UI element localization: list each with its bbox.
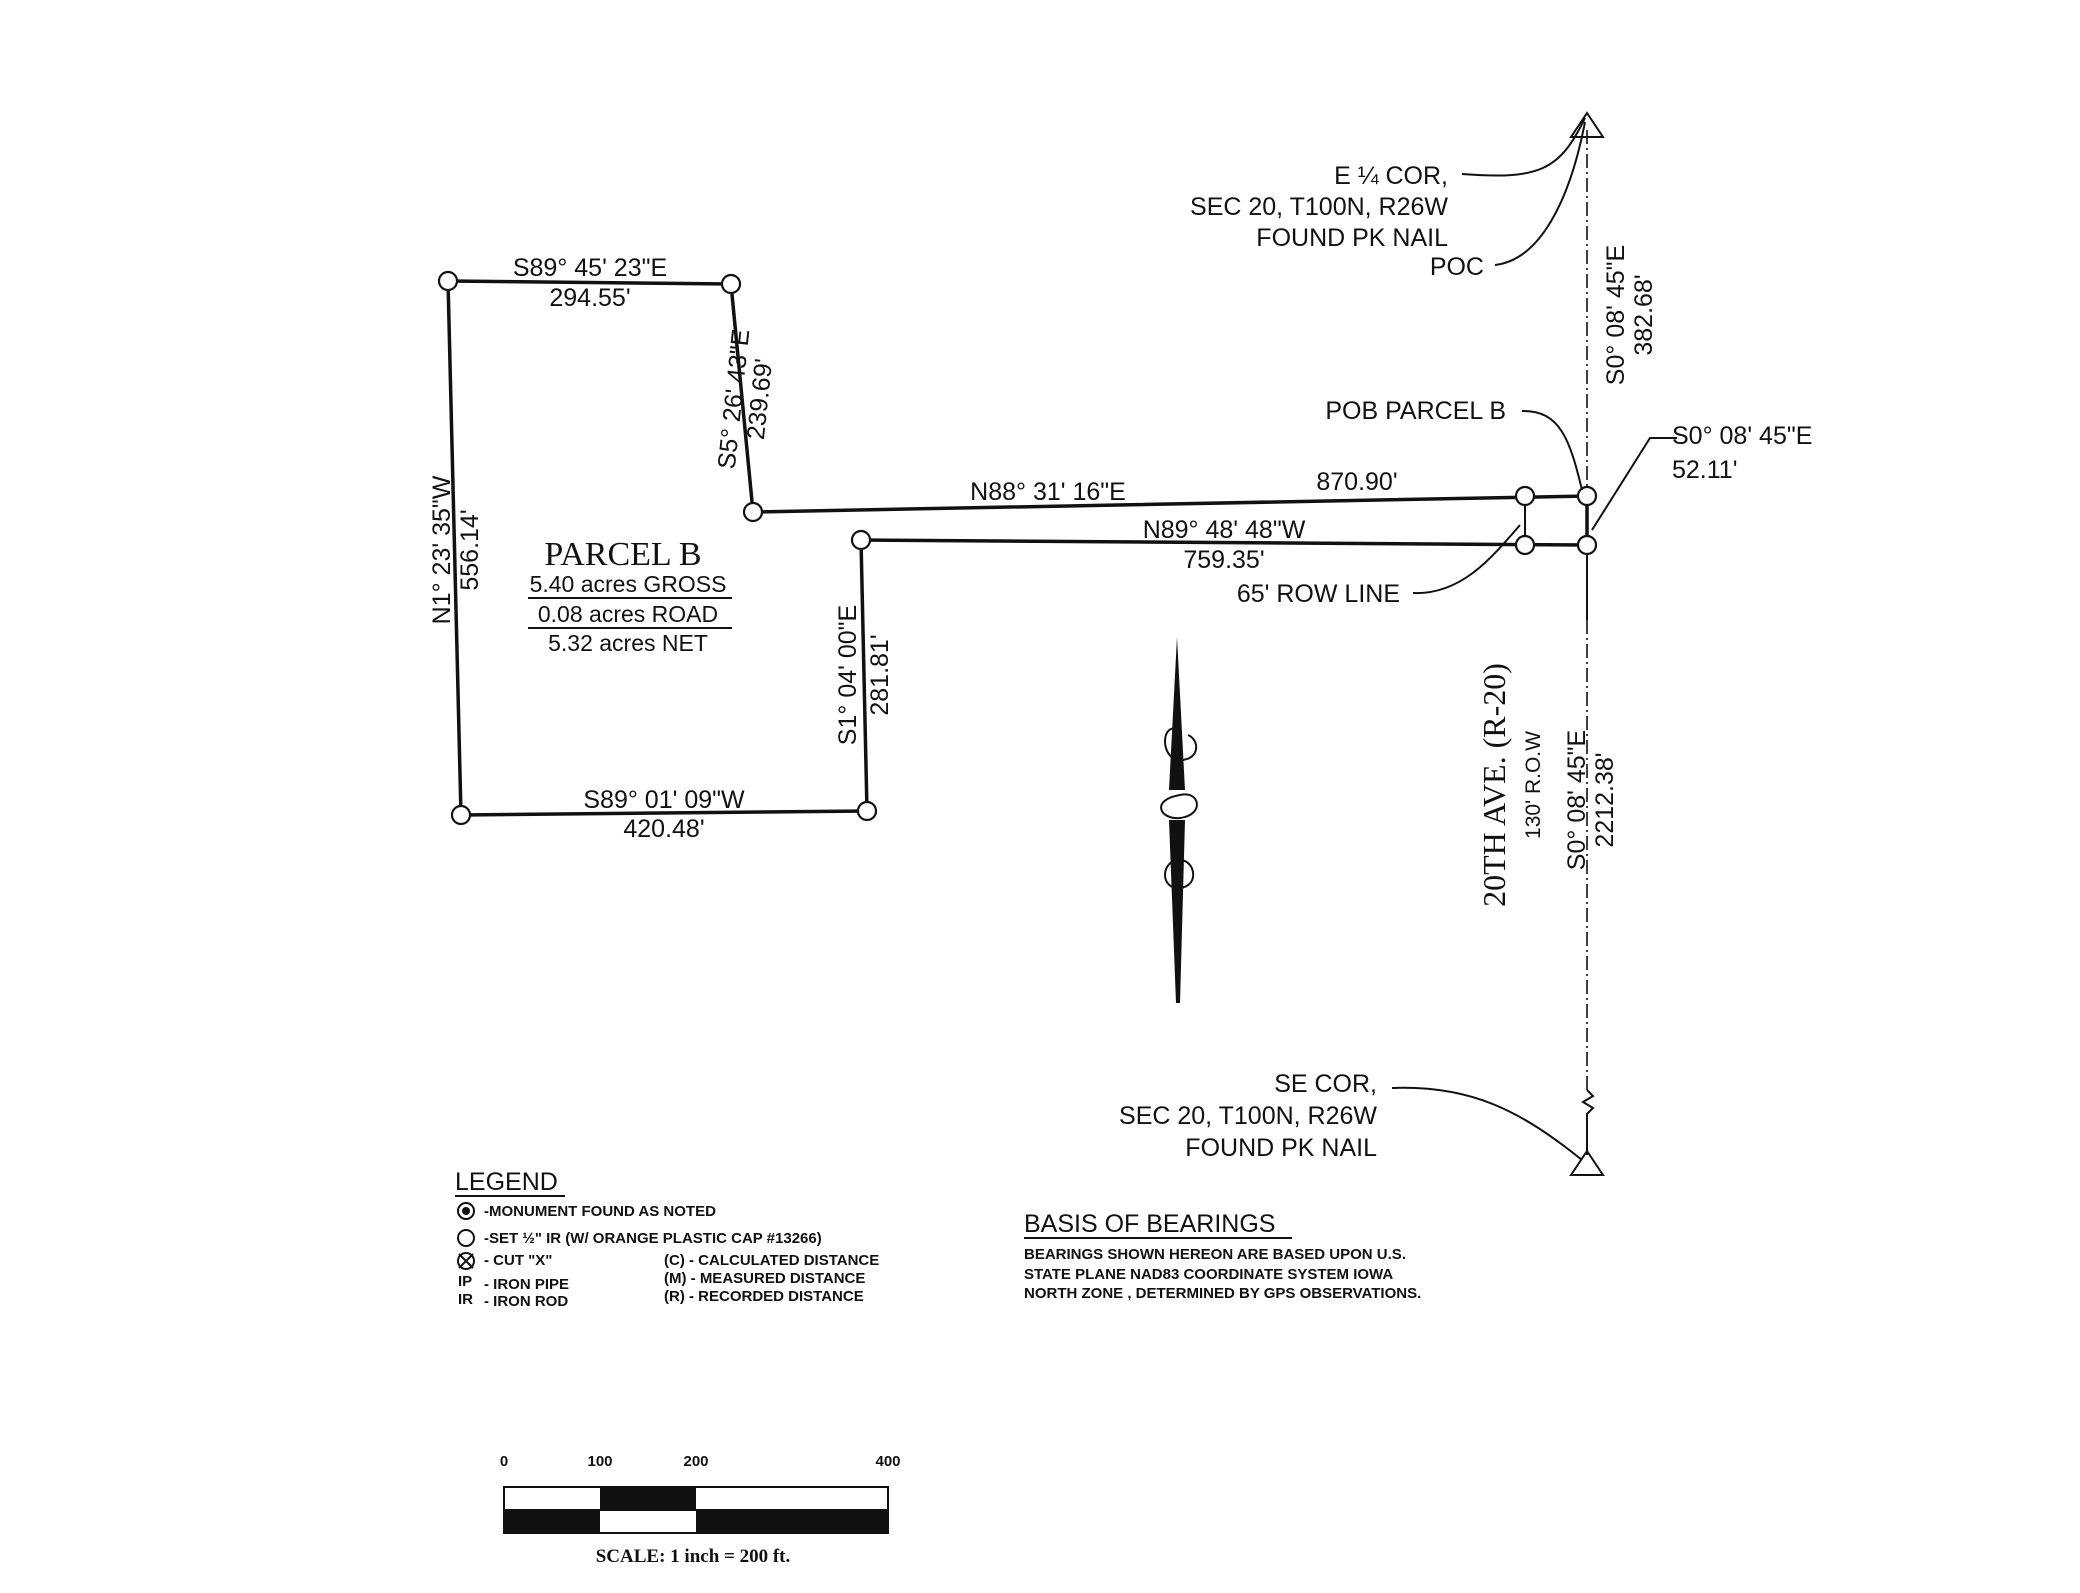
se-cor-line2: SEC 20, T100N, R26W [1119,1102,1377,1130]
triangle-monument-icon [1569,111,1605,138]
pob-label: POB PARCEL B [1325,397,1506,425]
se-cor-line3: FOUND PK NAIL [1185,1134,1377,1162]
legend-item: -SET ½" IR (W/ ORANGE PLASTIC CAP #13266… [484,1230,822,1247]
se-cor-line1: SE COR, [1274,1070,1377,1098]
poc-distance: 382.68' [1630,274,1658,355]
parcel-name: PARCEL B [544,536,701,573]
scale-tick: 200 [683,1453,708,1470]
e-quarter-line1: E ¼ COR, [1334,162,1448,190]
triangle-monument-icon [1569,1149,1605,1176]
row-distance: 759.35' [1183,546,1264,574]
parcel-road: 0.08 acres ROAD [538,601,718,627]
row-line-label: 65' ROW LINE [1237,580,1400,608]
south-distance: 420.48' [623,815,704,843]
scale-tick: 100 [587,1453,612,1470]
road-row: 130' R.O.W [1522,731,1545,839]
monument-found-icon [457,1202,475,1220]
set-iron-rod-icon [457,1229,475,1247]
legend-item: -MONUMENT FOUND AS NOTED [484,1203,716,1220]
basis-of-bearings: BASIS OF BEARINGS BEARINGS SHOWN HEREON … [1024,1210,1421,1302]
e-quarter-line3: FOUND PK NAIL [1256,224,1448,252]
monuments [437,111,1605,1176]
leader-lines [1391,117,1677,1161]
legend-distance: (R) - RECORDED DISTANCE [664,1288,864,1305]
poc-bearing: S0° 08' 45"E [1602,245,1630,385]
west-distance: 556.14' [456,509,484,590]
parcel-net: 5.32 acres NET [548,630,708,656]
mid-distance: 870.90' [1316,468,1397,496]
section-line [1524,130,1595,1155]
legend-title: LEGEND [455,1168,558,1196]
basis-title: BASIS OF BEARINGS [1024,1210,1275,1238]
pob-distance: 52.11' [1672,456,1737,484]
basis-line: BEARINGS SHOWN HEREON ARE BASED UPON U.S… [1024,1246,1406,1263]
legend-item: - IRON ROD [484,1293,568,1310]
legend-symbol: IP [458,1273,472,1290]
legend: LEGEND -MONUMENT FOUND AS NOTED -SET ½" … [455,1168,879,1310]
legend-item: - CUT "X" [484,1252,552,1269]
row-bearing: N89° 48' 48"W [1143,516,1306,544]
sec-distance: 2212.38' [1591,752,1619,847]
east-distance: 281.81' [866,634,894,715]
cut-x-icon [457,1252,475,1270]
parcel-gross: 5.40 acres GROSS [530,571,727,597]
west-bearing: N1° 23' 35"W [428,475,456,624]
legend-item: - IRON PIPE [484,1276,569,1293]
east-bearing: S1° 04' 00"E [834,605,862,745]
south-bearing: S89° 01' 09"W [583,786,745,814]
scale-tick: 400 [875,1453,900,1470]
legend-distance: (M) - MEASURED DISTANCE [664,1270,865,1287]
scale-bar: 0 100 200 400 SCALE: 1 inch = 200 ft. [500,1453,901,1567]
basis-line: STATE PLANE NAD83 COORDINATE SYSTEM IOWA [1024,1266,1393,1283]
scale-label: SCALE: 1 inch = 200 ft. [596,1546,791,1567]
north-bearing: S89° 45' 23"E [513,254,667,282]
legend-distance: (C) - CALCULATED DISTANCE [664,1252,879,1269]
legend-symbol: IR [458,1291,473,1308]
poc-label: POC [1430,253,1484,281]
basis-line: NORTH ZONE , DETERMINED BY GPS OBSERVATI… [1024,1285,1421,1302]
pob-bearing: S0° 08' 45"E [1672,422,1812,450]
e-quarter-line2: SEC 20, T100N, R26W [1190,193,1448,221]
mid-bearing: N88° 31' 16"E [970,478,1126,506]
north-distance: 294.55' [549,284,630,312]
north-arrow-icon [1160,637,1198,1003]
sec-bearing: S0° 08' 45"E [1563,730,1591,870]
scale-tick: 0 [500,1453,508,1470]
road-name: 20TH AVE. (R-20) [1476,663,1512,907]
